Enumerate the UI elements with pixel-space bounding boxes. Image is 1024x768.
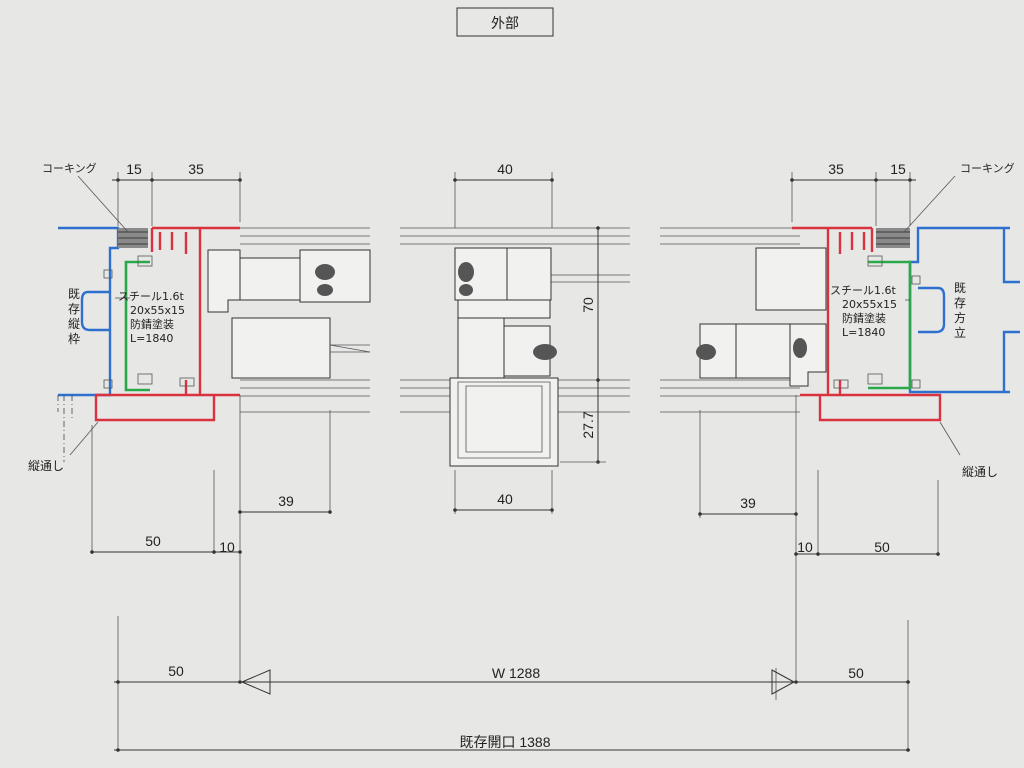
left-arrow-mark: [240, 669, 271, 695]
left-bottom-dimensions: [90, 395, 332, 680]
left-dim-10: 10: [219, 539, 235, 555]
title-exterior: 外部: [491, 16, 519, 32]
right-steel-spec-4: L=1840: [842, 326, 885, 339]
left-steel-channel: [94, 226, 240, 422]
center-mullion-detail: [449, 247, 559, 467]
title-box: [456, 7, 554, 37]
right-dim-50: 50: [874, 539, 890, 555]
right-bottom-dimensions: [698, 395, 940, 680]
right-dim-15: 15: [890, 161, 906, 177]
right-steel-channel: [792, 226, 942, 422]
right-steel-spec-3: 防錆塗装: [842, 311, 886, 325]
right-dim-35: 35: [828, 161, 844, 177]
left-steel-spec-3: 防錆塗装: [130, 317, 174, 331]
right-dim-10: 10: [797, 539, 813, 555]
right-existing-label-3: 方: [954, 310, 966, 325]
frame-lines: [240, 227, 800, 413]
left-steel-spec-4: L=1840: [130, 332, 173, 345]
right-anchor-angle: [868, 260, 912, 390]
right-jamb-detail: [696, 175, 1020, 456]
right-existing-mullion: [908, 226, 1010, 394]
center-dim-27-7: 27.7: [580, 411, 596, 438]
right-top-dimensions: [790, 172, 916, 226]
right-drain-label: 縦通し: [962, 465, 998, 479]
center-dim-bottom-40: 40: [497, 491, 513, 507]
right-steel-spec-1: スチール1.6t: [830, 284, 896, 297]
center-mullion-box: [449, 377, 559, 467]
left-dim-15: 15: [126, 161, 142, 177]
left-existing-frame: [58, 226, 120, 397]
right-arrow-mark: [771, 669, 796, 695]
overall-width-label: W 1288: [492, 665, 540, 681]
center-dimensions: [453, 172, 606, 514]
right-dim-39: 39: [740, 495, 756, 511]
left-existing-label-2: 存: [68, 302, 80, 316]
left-existing-label-3: 縦: [68, 317, 80, 331]
left-jamb-detail: [57, 175, 371, 462]
overall-right-50: 50: [848, 665, 864, 681]
left-dim-35: 35: [188, 161, 204, 177]
left-steel-spec-2: 20x55x15: [130, 304, 185, 317]
left-existing-label-1: 既: [68, 287, 80, 301]
right-existing-label-4: 立: [954, 325, 966, 340]
left-caulk-label: コーキング: [42, 161, 97, 175]
left-dim-50: 50: [145, 533, 161, 549]
right-existing-label-2: 存: [954, 296, 966, 310]
left-drain-label: 縦通し: [28, 459, 64, 473]
left-steel-spec-1: スチール1.6t: [118, 290, 184, 303]
right-caulk-label: コーキング: [960, 161, 1015, 175]
right-existing-label-1: 既: [954, 281, 966, 295]
left-top-dimensions: [112, 172, 242, 226]
center-dim-70: 70: [580, 297, 596, 313]
overall-left-50: 50: [168, 663, 184, 679]
right-steel-spec-2: 20x55x15: [842, 298, 897, 311]
overall-dimensions: [114, 616, 910, 752]
existing-opening-label: 既存開口 1388: [459, 734, 550, 750]
left-existing-label-4: 枠: [68, 332, 80, 346]
center-dim-top-40: 40: [497, 161, 513, 177]
left-dim-39: 39: [278, 493, 294, 509]
